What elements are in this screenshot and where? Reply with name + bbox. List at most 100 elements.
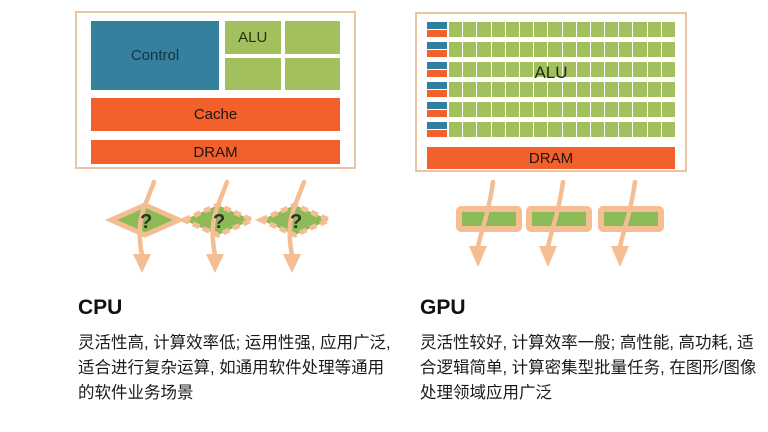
gpu-alu-cell xyxy=(519,22,534,37)
gpu-alu-cell xyxy=(449,22,463,37)
gpu-alu-row xyxy=(427,102,675,117)
gpu-alu-cell xyxy=(619,42,633,57)
flow-arrow-line xyxy=(545,179,566,250)
gpu-cache-block xyxy=(427,70,447,77)
gpu-alu-cell xyxy=(647,122,661,137)
gpu-alu-cell-row xyxy=(449,122,675,137)
cpu-task-unit: ? xyxy=(105,179,186,273)
gpu-dram-bar: DRAM xyxy=(427,147,675,169)
cpu-dram-bar: DRAM xyxy=(91,140,340,164)
gpu-alu-row xyxy=(427,82,675,97)
gpu-alu-cell xyxy=(647,102,661,117)
gpu-alu-cell xyxy=(562,102,576,117)
gpu-alu-cell xyxy=(505,102,519,117)
gpu-alu-row xyxy=(427,122,675,137)
gpu-alu-cell xyxy=(449,82,463,97)
gpu-alu-cell xyxy=(562,62,576,77)
gpu-alu-cell xyxy=(647,62,661,77)
gpu-alu-cell xyxy=(661,62,675,77)
flow-arrow-line xyxy=(287,179,307,258)
gpu-alu-cell xyxy=(605,102,619,117)
gpu-alu-cell xyxy=(562,122,576,137)
gpu-heading: GPU xyxy=(420,296,466,319)
decision-diamond xyxy=(177,202,259,238)
gpu-architecture-diagram: ALU DRAM xyxy=(415,12,687,172)
cpu-cache-bar: Cache xyxy=(91,98,340,131)
gpu-alu-cell xyxy=(505,42,519,57)
gpu-alu-cell xyxy=(633,102,647,117)
gpu-alu-cell xyxy=(619,62,633,77)
gpu-alu-row xyxy=(427,22,675,37)
gpu-alu-cell xyxy=(534,22,548,37)
gpu-alu-row xyxy=(427,42,675,57)
gpu-alu-cell xyxy=(477,62,491,77)
flow-arrow-head xyxy=(283,254,301,273)
gpu-alu-cell xyxy=(534,42,548,57)
gpu-cache-block xyxy=(427,30,447,37)
gpu-alu-cell xyxy=(449,122,463,137)
cpu-alu-cell xyxy=(225,57,281,90)
gpu-alu-cell xyxy=(633,62,647,77)
gpu-alu-cell xyxy=(491,82,505,97)
gpu-alu-cell xyxy=(477,82,491,97)
gpu-alu-cell xyxy=(576,122,590,137)
gpu-alu-cell xyxy=(605,42,619,57)
cpu-description-block: CPU 灵活性高, 计算效率低; 运用性强, 应用广泛, 适合进行复杂运算, 如… xyxy=(78,296,393,406)
gpu-alu-cell xyxy=(534,82,548,97)
gpu-cache-block xyxy=(427,90,447,97)
gpu-alu-cell xyxy=(590,42,605,57)
gpu-cache-block xyxy=(427,50,447,57)
cpu-alu-grid: ALU xyxy=(225,21,340,90)
decision-diamond xyxy=(254,202,336,238)
gpu-control-block xyxy=(427,82,447,89)
flow-arrow-line xyxy=(617,179,638,250)
gpu-alu-cell xyxy=(590,22,605,37)
gpu-alu-cell xyxy=(477,102,491,117)
gpu-alu-cell xyxy=(633,22,647,37)
gpu-alu-cell xyxy=(619,22,633,37)
gpu-alu-cell xyxy=(605,22,619,37)
gpu-alu-cell xyxy=(548,42,562,57)
gpu-alu-cell xyxy=(619,82,633,97)
gpu-alu-cell xyxy=(449,42,463,57)
gpu-control-block xyxy=(427,62,447,69)
gpu-alu-rows xyxy=(427,22,675,142)
gpu-alu-cell xyxy=(463,62,477,77)
gpu-alu-cell-row xyxy=(449,82,675,97)
cpu-task-unit: ? xyxy=(177,179,259,273)
gpu-alu-row xyxy=(427,62,675,77)
flow-arrow-line xyxy=(475,179,496,250)
gpu-alu-cell xyxy=(449,62,463,77)
gpu-alu-cell xyxy=(647,22,661,37)
gpu-alu-cell xyxy=(548,122,562,137)
gpu-control-block xyxy=(427,22,447,29)
gpu-alu-cell xyxy=(477,22,491,37)
gpu-alu-cell xyxy=(449,102,463,117)
gpu-alu-cell xyxy=(633,42,647,57)
cpu-control-block: Control xyxy=(91,21,219,90)
gpu-alu-cell xyxy=(576,102,590,117)
gpu-cache-block xyxy=(427,130,447,137)
gpu-alu-cell xyxy=(576,82,590,97)
gpu-alu-cell xyxy=(576,62,590,77)
gpu-control-cache-stack xyxy=(427,62,447,77)
gpu-alu-cell xyxy=(519,122,534,137)
gpu-control-block xyxy=(427,42,447,49)
gpu-alu-cell xyxy=(576,42,590,57)
gpu-task-unit xyxy=(598,179,664,267)
gpu-alu-cell xyxy=(463,102,477,117)
gpu-control-block xyxy=(427,122,447,129)
gpu-alu-cell xyxy=(590,122,605,137)
gpu-cache-block xyxy=(427,110,447,117)
gpu-alu-cell xyxy=(562,82,576,97)
gpu-alu-cell xyxy=(534,62,548,77)
gpu-alu-cell xyxy=(491,122,505,137)
gpu-alu-cell xyxy=(548,102,562,117)
gpu-alu-cell xyxy=(619,122,633,137)
gpu-task-flow-svg xyxy=(456,179,664,267)
gpu-alu-cell xyxy=(548,62,562,77)
gpu-alu-cell-row xyxy=(449,42,675,57)
gpu-alu-cell xyxy=(463,42,477,57)
cpu-task-flow-svg: ? ? ? xyxy=(105,179,336,273)
